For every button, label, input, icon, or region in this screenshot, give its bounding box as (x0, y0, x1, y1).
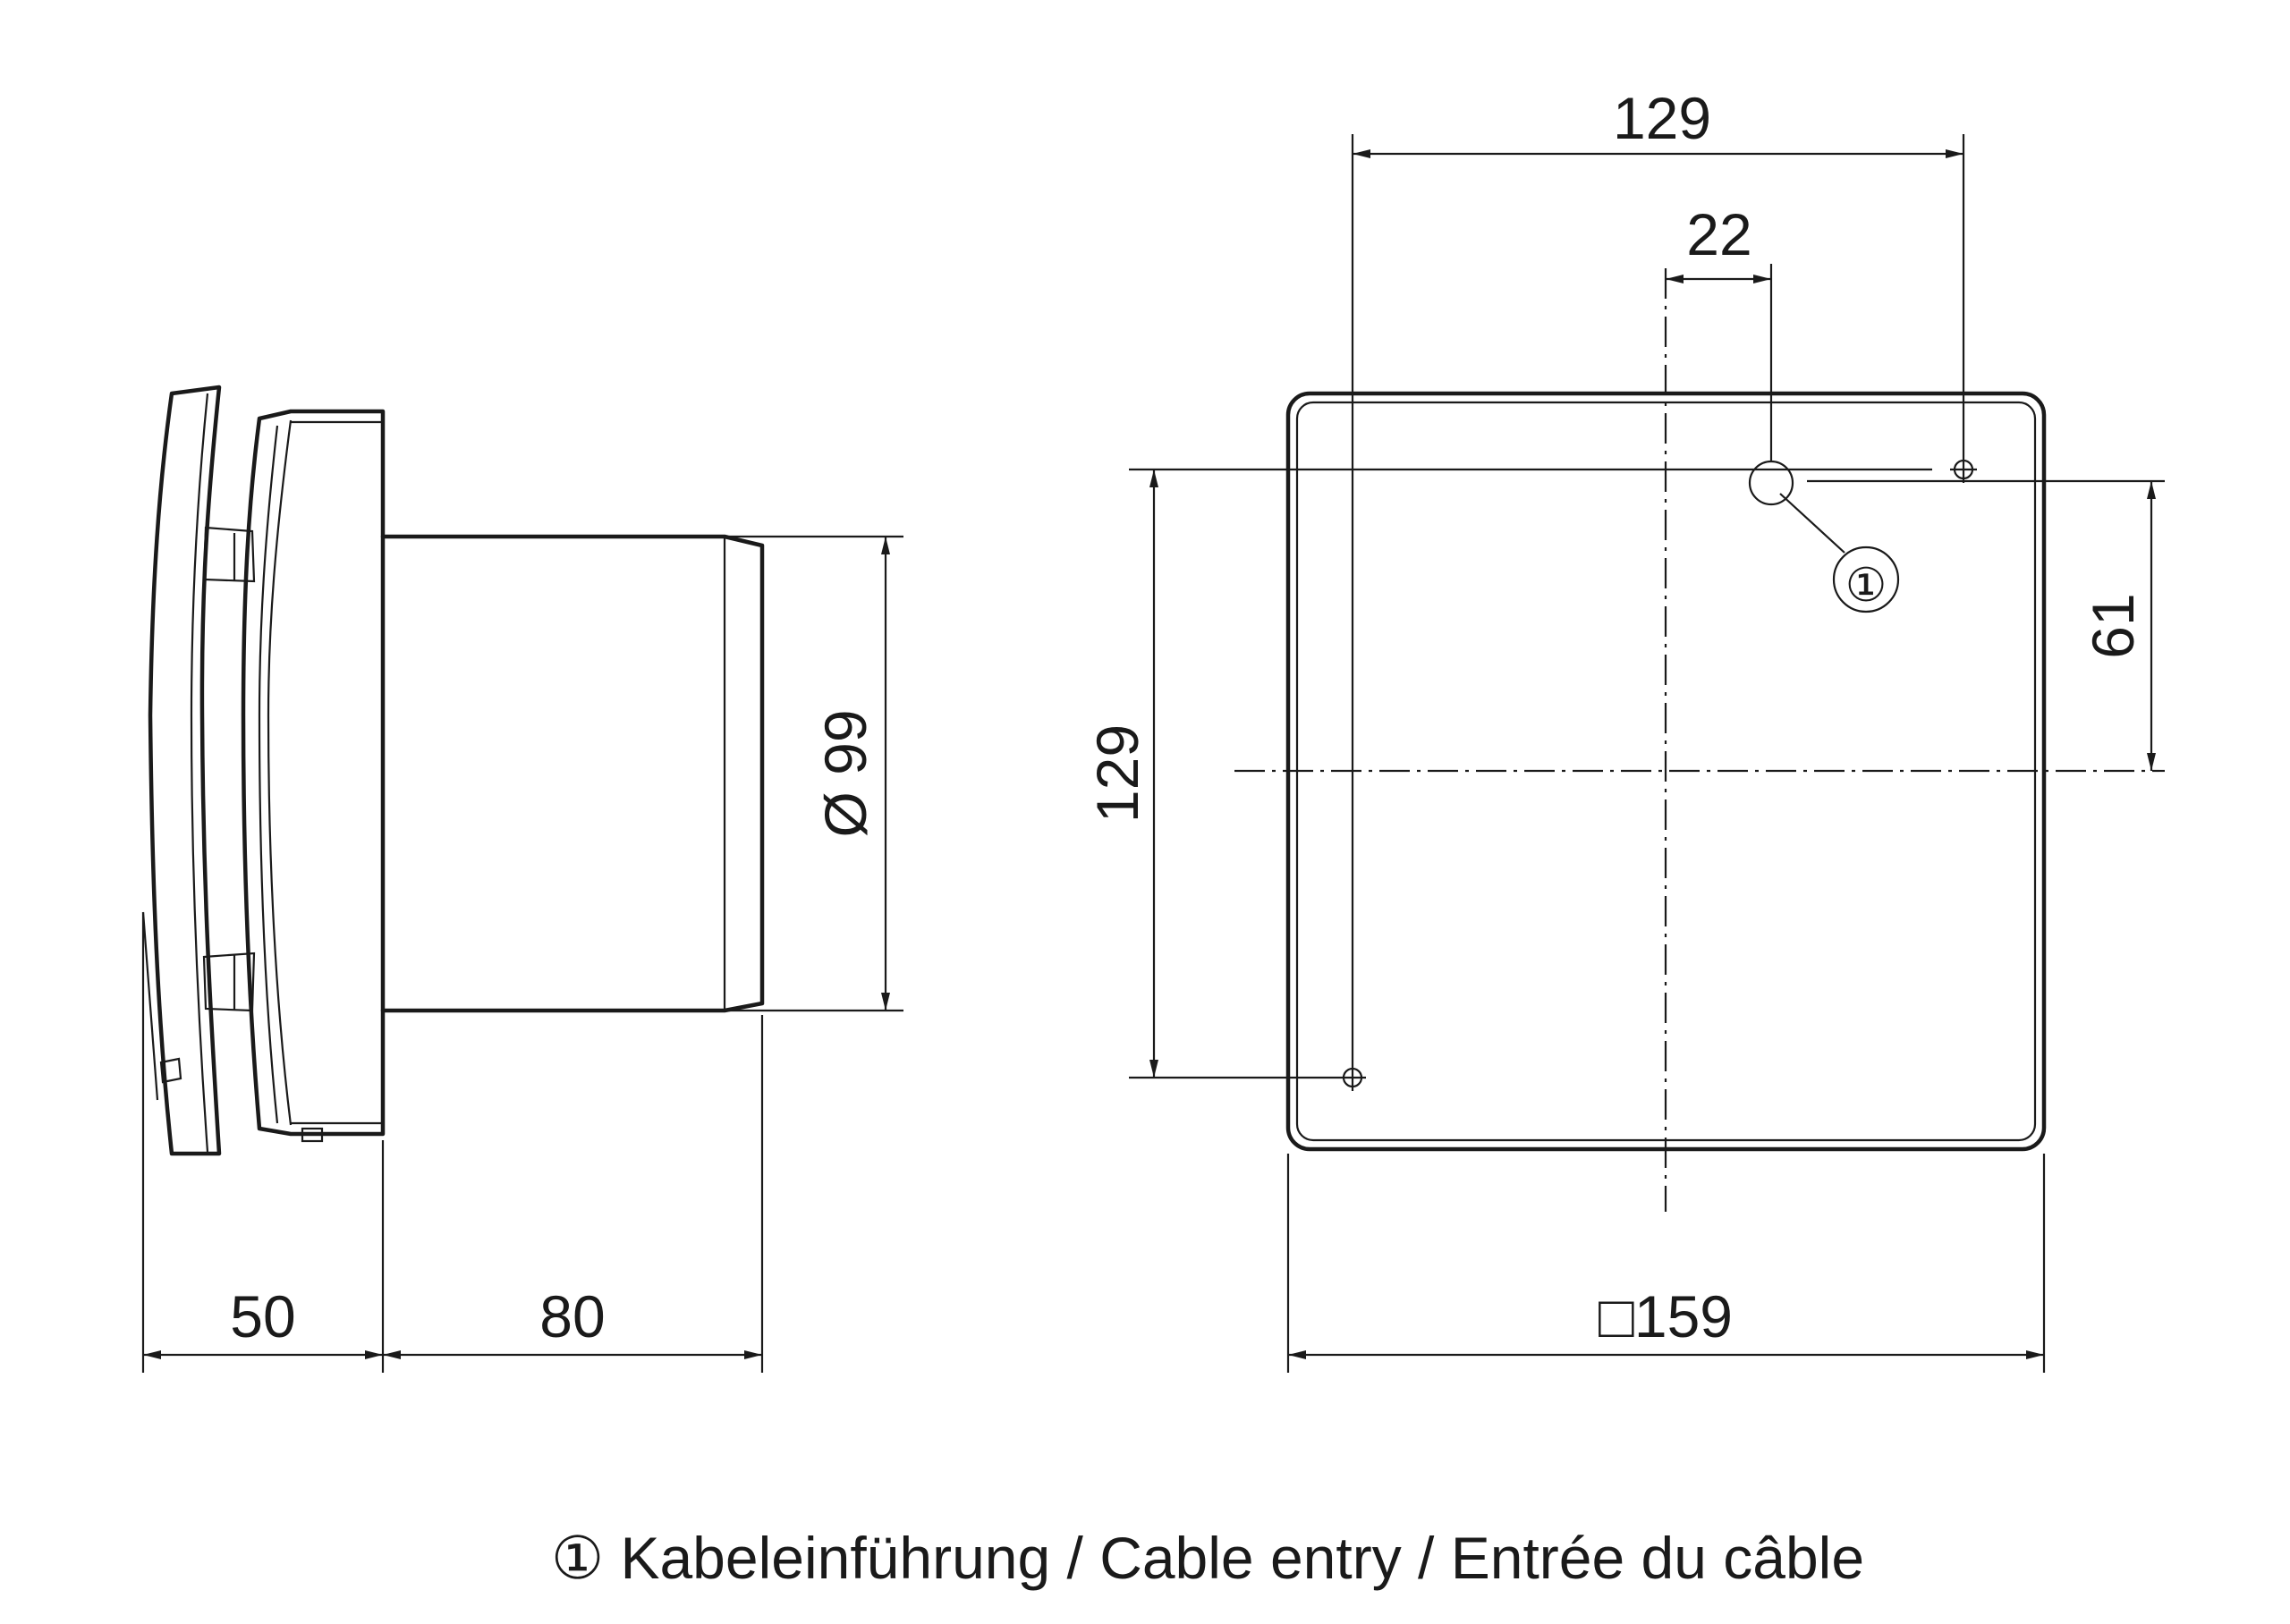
dim-label-duct-diameter: Ø 99 (812, 709, 878, 837)
mounting-hole-top-right (1950, 456, 1977, 483)
cover-panel-inner-edge (190, 393, 209, 1153)
callout-marker: ① (1845, 560, 1887, 612)
side-view: 50 80 Ø 99 (141, 385, 903, 1373)
dim-label-width: □159 (1599, 1283, 1733, 1349)
caption-cable-entry: ① Kabeleinführung / Cable entry / Entrée… (551, 1525, 1864, 1591)
dim-label-cable-offset: 22 (1686, 201, 1751, 267)
lower-clip (202, 952, 256, 1012)
upper-clip (202, 526, 256, 583)
callout-circle (1832, 546, 1900, 613)
cable-entry-leader (1779, 493, 1845, 554)
cover-base-line (141, 911, 159, 1101)
dim-label-hole-spacing-horizontal: 129 (1613, 85, 1711, 151)
duct-outline (380, 534, 765, 1013)
dim-label-duct-length: 80 (539, 1283, 605, 1349)
housing-rear-curve (258, 425, 279, 1124)
dim-label-cable-height: 61 (2080, 593, 2146, 658)
dim-label-cover-depth: 50 (230, 1283, 295, 1349)
front-view: ① 129 22 129 61 □159 (1084, 85, 2165, 1373)
cable-entry-hole (1748, 460, 1794, 506)
mounting-hole-bottom-left (1339, 1064, 1366, 1091)
dim-label-hole-spacing-vertical: 129 (1084, 724, 1150, 823)
housing-bottom-tab (301, 1127, 324, 1143)
cover-clip (159, 1057, 182, 1084)
housing-outline (241, 409, 386, 1137)
housing-inner-curve (267, 419, 293, 1126)
cover-panel-outline (148, 385, 222, 1156)
